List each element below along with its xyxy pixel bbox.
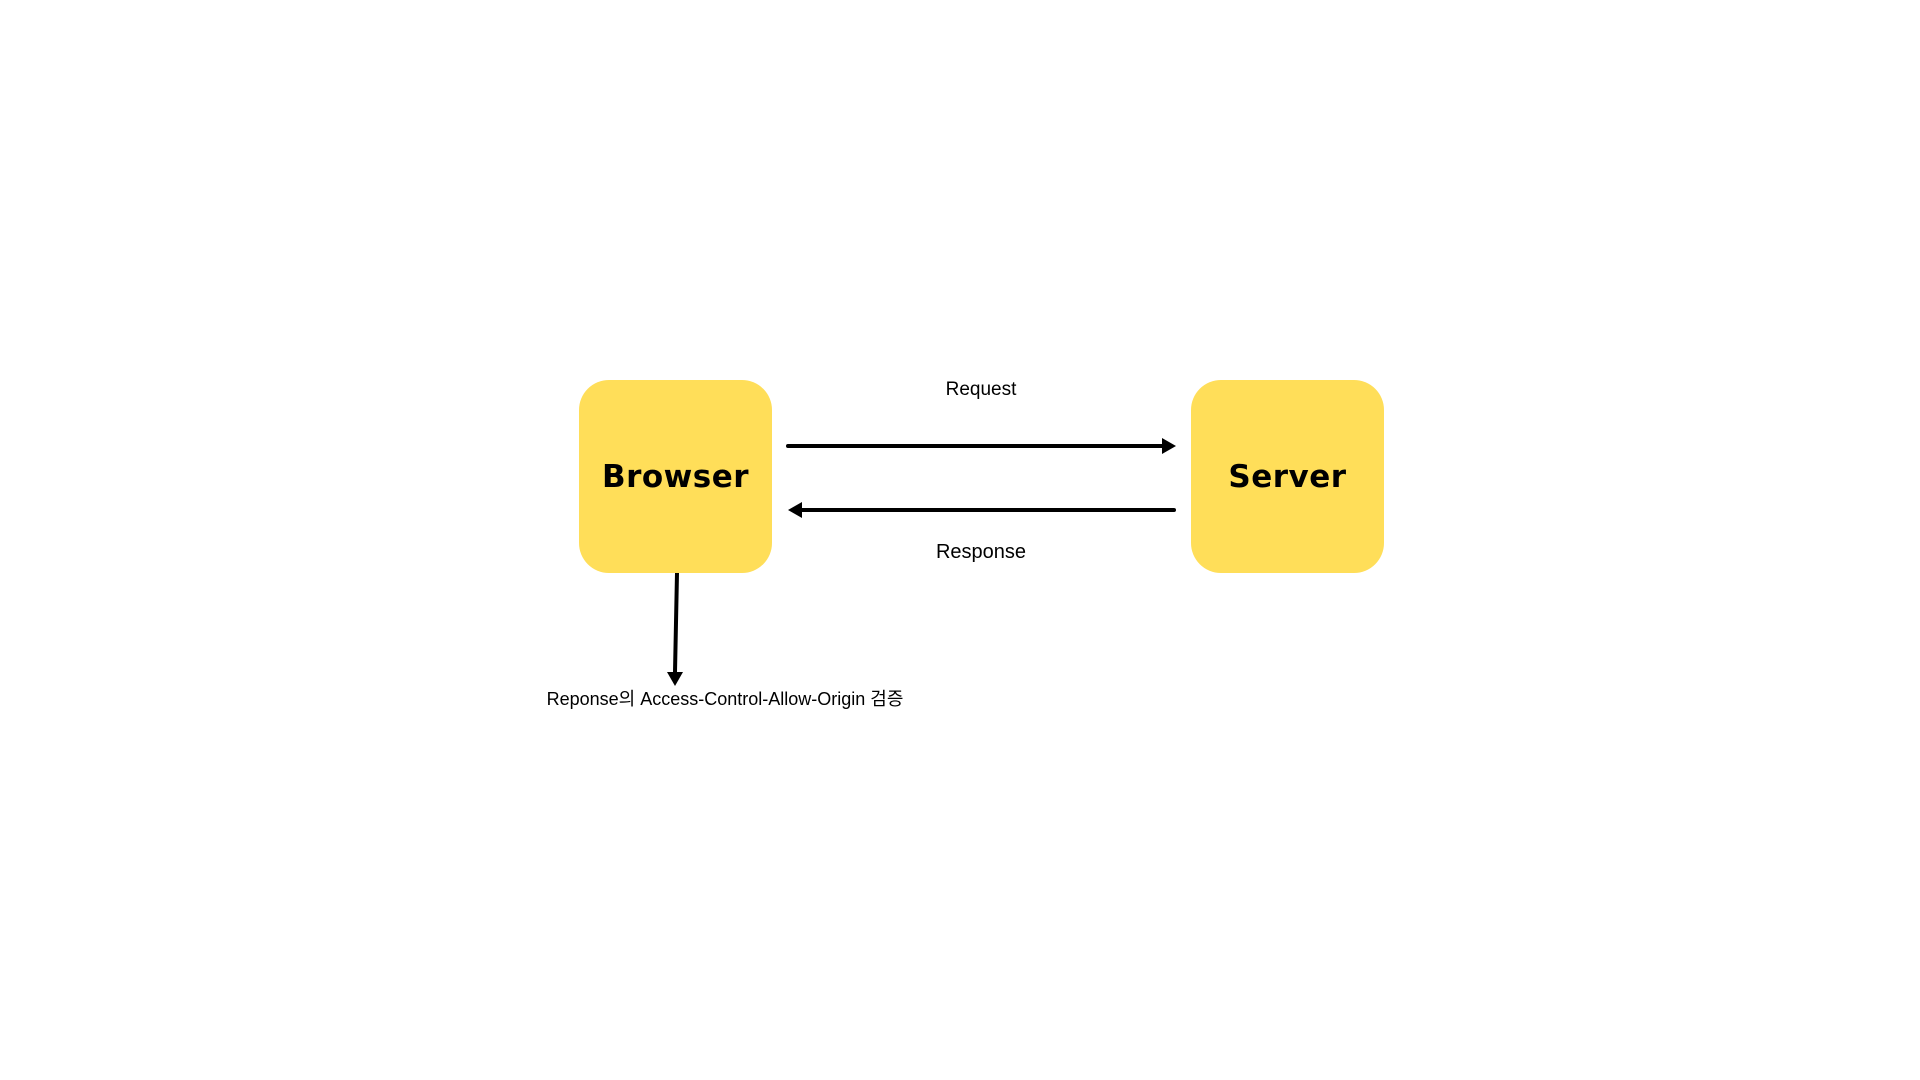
response-label: Response — [935, 541, 1027, 563]
request-arrow-head — [1162, 438, 1176, 454]
server-node: Server — [1191, 380, 1384, 573]
check-arrow-head — [667, 672, 683, 686]
browser-node: Browser — [579, 380, 772, 573]
request-label: Request — [945, 379, 1017, 400]
browser-label: Browser — [601, 458, 750, 495]
server-label: Server — [1228, 458, 1347, 495]
check-note-label: Reponse의 Access-Control-Allow-Origin 검증 — [546, 689, 904, 709]
check-arrow-line — [673, 571, 679, 674]
response-arrow-head — [788, 502, 802, 518]
